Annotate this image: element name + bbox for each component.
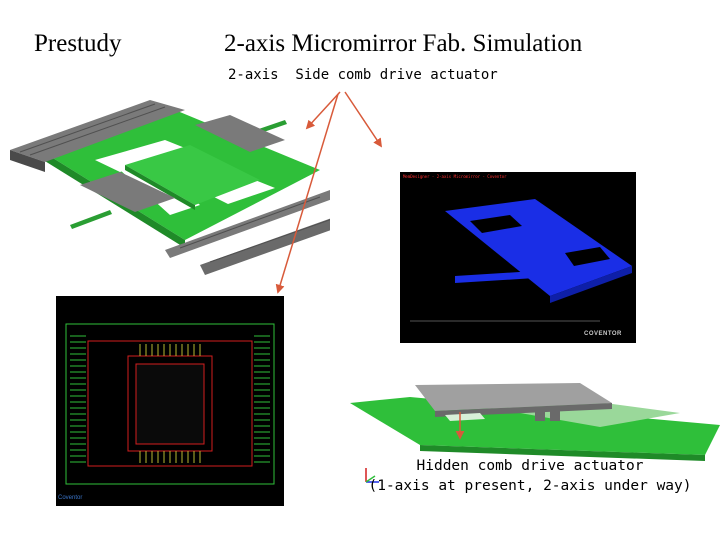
hidden-comb-caption: Hidden comb drive actuator (1-axis at pr…	[360, 456, 700, 496]
coventor-logo: COVENTOR	[584, 331, 622, 337]
caption-line-1: Hidden comb drive actuator	[416, 458, 644, 474]
simulation-view-image	[400, 181, 636, 343]
axis-triad-icon	[365, 468, 379, 483]
slide-title: 2-axis Micromirror Fab. Simulation	[224, 30, 583, 57]
hidden-comb-model-image	[350, 383, 720, 461]
simulation-titlebar: MemDesigner - 2-axis Micromirror - Coven…	[400, 172, 636, 181]
section-label: Prestudy	[34, 30, 122, 57]
layout-coventor-label: Coventor	[58, 495, 83, 501]
side-comb-label: 2-axis Side comb drive actuator	[228, 67, 498, 83]
side-comb-model-image	[10, 100, 330, 275]
layout-view-image	[56, 296, 284, 506]
caption-line-2: (1-axis at present, 2-axis under way)	[368, 478, 692, 494]
